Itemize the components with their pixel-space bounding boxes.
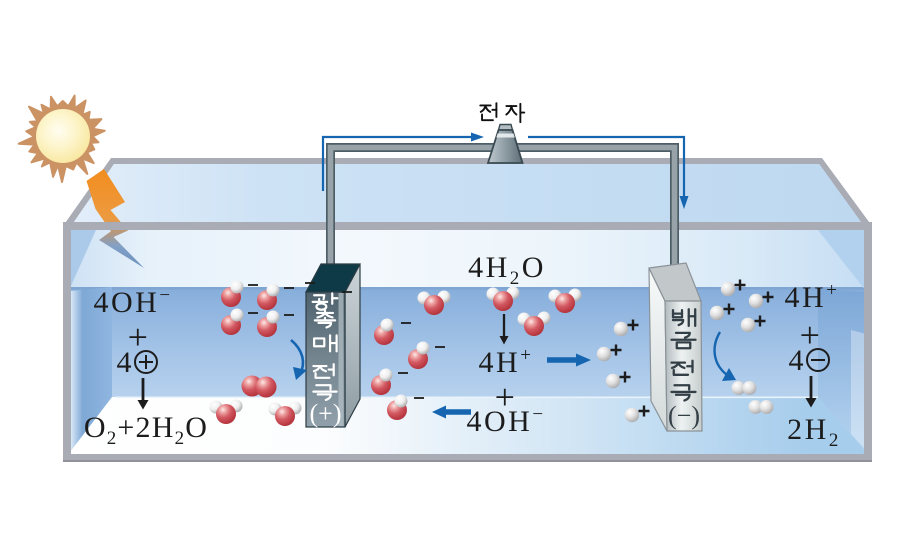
svg-text:4OH−: 4OH− [466,404,545,438]
svg-text:+: + [128,317,151,357]
svg-text:4: 4 [789,344,807,377]
svg-text:4OH−: 4OH− [93,285,172,319]
svg-text:+: + [495,377,518,417]
svg-text:(−): (−) [668,401,700,430]
svg-text:4H2O: 4H2O [468,251,546,289]
svg-text:(+): (+) [310,399,342,428]
svg-text:O2+2H2O: O2+2H2O [84,411,208,449]
svg-text:+: + [800,315,823,355]
svg-text:4: 4 [117,346,135,379]
